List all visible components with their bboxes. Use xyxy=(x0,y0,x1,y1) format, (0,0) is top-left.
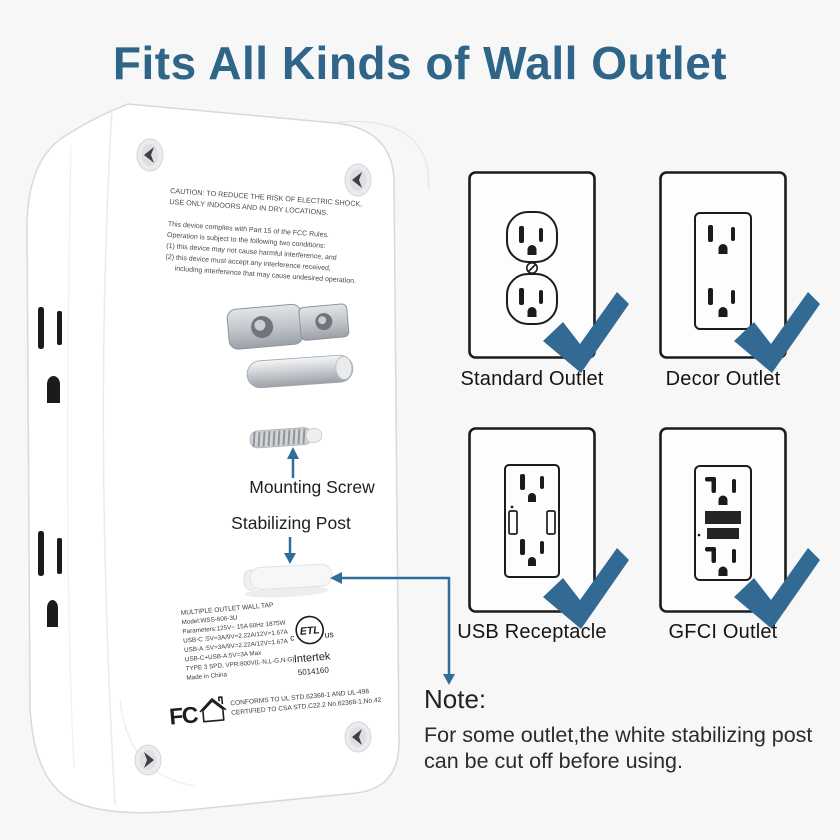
stabilizing-post xyxy=(243,563,333,598)
wall-tap-device-illustration: CAUTION: TO REDUCE THE RISK OF ELECTRIC … xyxy=(26,103,430,814)
usb-port-right xyxy=(546,510,556,535)
page-title: Fits All Kinds of Wall Outlet xyxy=(112,37,728,89)
standard-outlet-illustration xyxy=(468,171,596,359)
usb-receptacle-illustration xyxy=(468,427,596,613)
checkmark-icon xyxy=(543,292,629,373)
side-outlet-top xyxy=(38,307,62,403)
screw-recess-icons xyxy=(134,138,372,776)
plug-blade-bracket xyxy=(226,303,350,350)
standard-outlet-label: Standard Outlet xyxy=(460,368,604,390)
svg-text:c: c xyxy=(290,632,296,642)
gfci-outlet-illustration xyxy=(659,427,787,613)
etl-intertek-logo: ETL c us Intertek 5014160 xyxy=(290,615,334,678)
led-dot xyxy=(510,505,514,509)
led-dot xyxy=(697,533,701,537)
checkmark-icon xyxy=(734,292,820,373)
side-outlet-bottom xyxy=(38,531,62,627)
note-line: For some outlet,the white stabilizing po… xyxy=(424,723,813,747)
decor-outlet-label: Decor Outlet xyxy=(665,368,781,390)
stabilizing-post-label: Stabilizing Post xyxy=(231,513,351,533)
checkmark-icon xyxy=(734,548,820,629)
svg-text:Intertek: Intertek xyxy=(293,650,331,665)
note-text: For some outlet,the white stabilizing po… xyxy=(424,722,814,774)
note-line: can be cut off before using. xyxy=(424,749,683,774)
svg-text:Model:WSS-606-3U: Model:WSS-606-3U xyxy=(181,614,238,626)
checkmark-icon xyxy=(543,548,629,629)
usb-receptacle-label: USB Receptacle xyxy=(457,621,607,643)
note-heading: Note: xyxy=(424,684,487,714)
decor-outlet-illustration xyxy=(659,171,787,359)
usb-port-left xyxy=(508,510,518,535)
device-body xyxy=(26,103,430,814)
mounting-screw-label: Mounting Screw xyxy=(249,477,375,497)
test-button xyxy=(707,528,739,539)
svg-text:5014160: 5014160 xyxy=(297,666,329,678)
house-icon xyxy=(199,696,227,723)
svg-text:Made in China: Made in China xyxy=(186,671,228,682)
reset-button xyxy=(705,511,741,524)
svg-text:us: us xyxy=(324,629,334,640)
mounting-screw xyxy=(249,427,323,449)
svg-text:ETL: ETL xyxy=(299,624,320,638)
gfci-outlet-label: GFCI Outlet xyxy=(668,621,778,643)
plug-pivot-pin xyxy=(246,354,354,389)
fcc-logo: FC xyxy=(168,701,199,729)
